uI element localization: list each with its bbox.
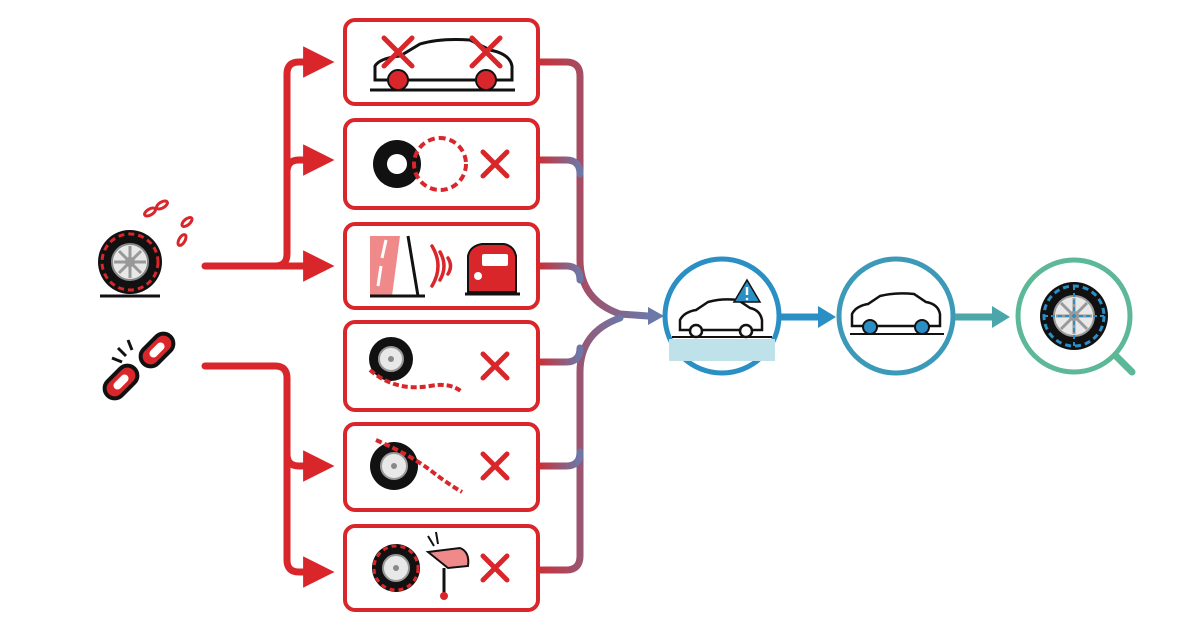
broken-chain-link-icon [102,331,176,401]
tire-with-slipping-chain-icon [370,438,510,494]
problem-card-lane-departure [343,222,540,310]
car-warning-icon [678,278,764,339]
tire-and-loose-chain-icon [373,136,510,192]
problem-card-body-impact [343,524,540,612]
car-with-crossed-wheels-icon [370,35,515,92]
lower-branch-connectors [201,362,335,588]
problem-card-chain-slipping [343,422,540,512]
merge-arrowhead [648,307,664,325]
tire-with-broken-chain-icon [98,199,194,298]
resolution-step-stop-safely [836,256,956,376]
upper-branch-connectors [201,46,335,282]
problem-card-car-wheel-damage [343,18,540,106]
step-connector-1 [781,306,836,328]
parked-car-icon [850,292,944,335]
chain-hitting-fender-icon [372,531,510,600]
step-connector-2 [955,306,1010,328]
merge-bracket [536,58,652,574]
magnify-tire-chain-icon [1040,282,1108,350]
problem-card-chain-mismatch [343,118,540,210]
problem-card-chain-dragging [343,320,540,412]
resolution-step-inspect-chain [1015,257,1136,376]
tire-with-dragging-chain-icon [368,337,510,394]
road-warning-car-icon [370,235,520,298]
resolution-step-slow-down-warning [662,256,782,376]
